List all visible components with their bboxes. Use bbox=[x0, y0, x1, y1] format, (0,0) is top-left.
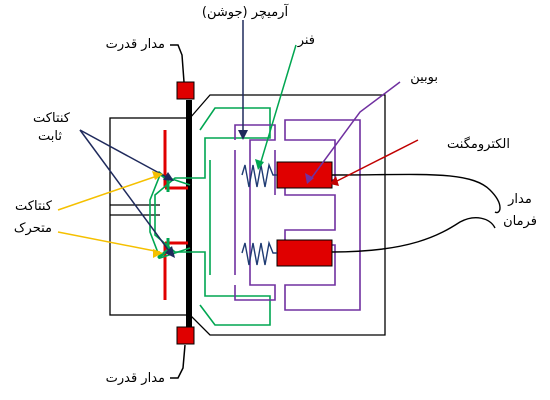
label-control-circuit-2: فرمان bbox=[503, 214, 537, 229]
coil-top bbox=[276, 161, 333, 189]
springs bbox=[241, 162, 277, 266]
label-coil: بوبین bbox=[410, 70, 438, 85]
arrowheads bbox=[152, 130, 339, 258]
label-armature: آرمیچر (جوشن) bbox=[202, 3, 290, 20]
power-terminal-bottom bbox=[176, 326, 195, 345]
power-busbar bbox=[186, 100, 192, 330]
fixed-contacts bbox=[163, 130, 188, 300]
label-electromagnet: الکترومگنت bbox=[447, 136, 510, 152]
label-power-circuit-bottom: مدار قدرت bbox=[106, 371, 165, 386]
control-circuit-wires bbox=[331, 173, 501, 253]
label-control-circuit-1: مدار bbox=[507, 192, 532, 207]
electromagnet-core bbox=[234, 119, 361, 311]
label-power-circuit-top: مدار قدرت bbox=[106, 37, 165, 52]
label-moving-contact-1: کنتاکت bbox=[15, 199, 53, 214]
leader-lines bbox=[57, 20, 419, 379]
label-fixed-contact-1: کنتاکت bbox=[33, 111, 71, 126]
label-moving-contact-2: متحرک bbox=[14, 221, 52, 236]
label-fixed-contact-2: ثابت bbox=[38, 129, 62, 144]
coil-bottom bbox=[276, 239, 333, 267]
power-terminal-top bbox=[176, 81, 195, 100]
label-spring: فنر bbox=[297, 33, 315, 48]
